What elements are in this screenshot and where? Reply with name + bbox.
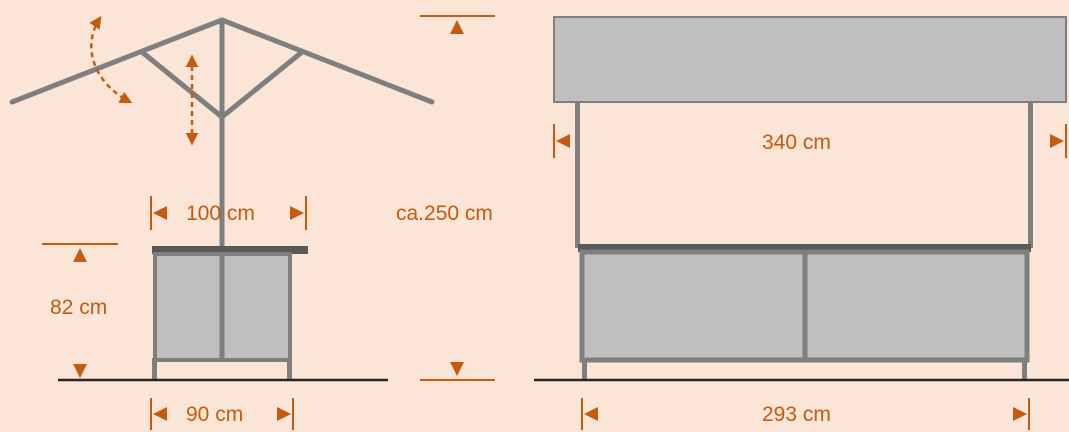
side-height-dimension [42,243,118,378]
side-counter [152,246,308,380]
side-canopy-dimension [150,196,307,230]
front-base-dimension [581,398,1030,430]
tilt-rotation-arrow [89,15,133,104]
front-pole-right [1028,102,1033,248]
overall-height-label: ca.250 cm [396,202,493,225]
front-counter-top [578,244,1031,252]
side-counter-height-label: 82 cm [50,296,108,319]
front-base-width-label: 293 cm [762,403,831,426]
side-view [9,15,435,430]
front-counter [579,249,1030,380]
front-canopy-dimension [553,124,1067,158]
side-canopy-width-label: 100 cm [186,202,255,225]
side-base-width-label: 90 cm [186,403,244,426]
front-pole-left [575,102,580,248]
overall-height-dimension [420,15,495,381]
side-base-dimension [150,398,294,430]
front-canopy [553,16,1067,103]
front-canopy-width-label: 340 cm [762,131,831,154]
front-view [534,16,1069,430]
